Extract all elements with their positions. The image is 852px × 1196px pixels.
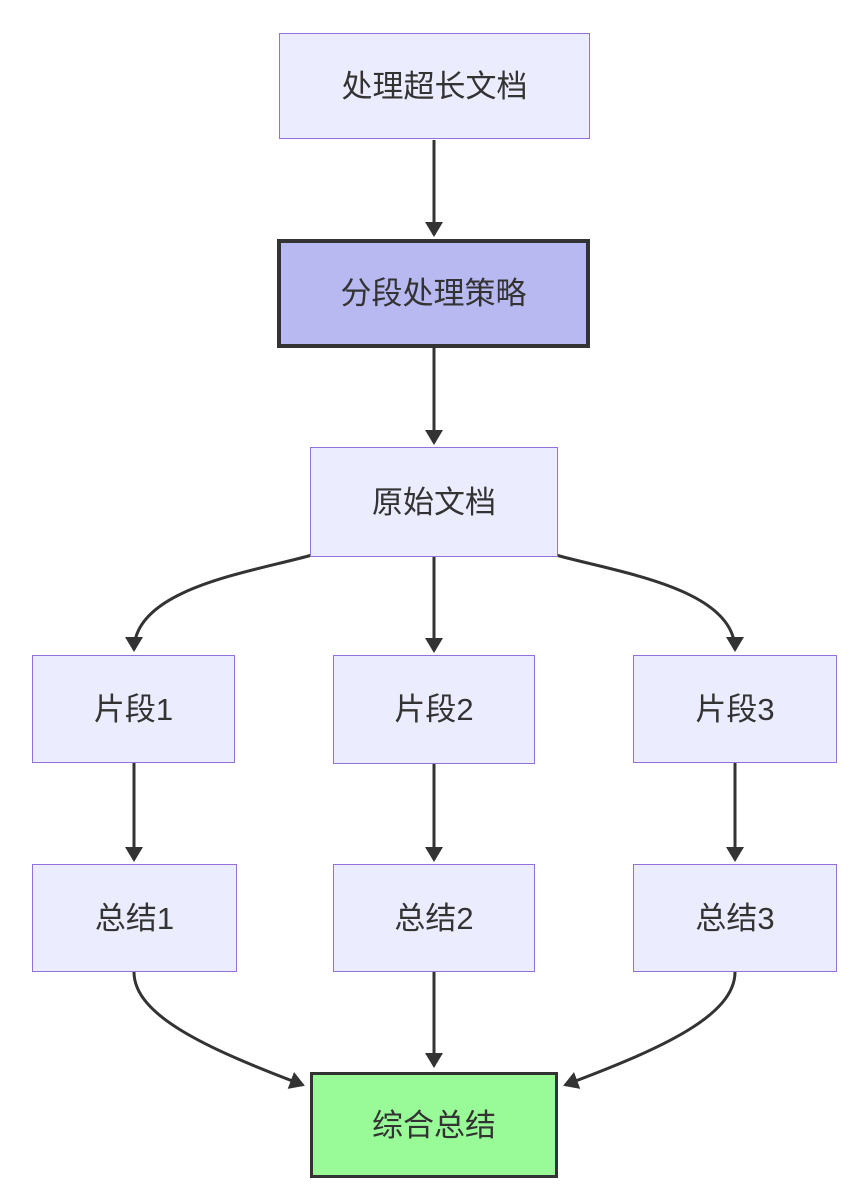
edge-source-to-seg1 [125, 553, 313, 652]
node-final-summary: 综合总结 [310, 1072, 558, 1178]
node-segmentation-strategy: 分段处理策略 [277, 239, 590, 348]
node-final-summary-label: 综合总结 [372, 1107, 496, 1143]
node-summary-2: 总结2 [333, 864, 535, 972]
node-segment-1-label: 片段1 [93, 691, 174, 727]
node-process-long-document-label: 处理超长文档 [341, 68, 528, 104]
node-segment-2: 片段2 [333, 655, 535, 764]
node-summary-3: 总结3 [633, 864, 837, 972]
node-original-document: 原始文档 [310, 447, 558, 557]
node-segment-3-label: 片段3 [695, 691, 775, 727]
node-summary-1: 总结1 [32, 864, 237, 972]
node-process-long-document: 处理超长文档 [279, 33, 590, 139]
node-segment-1: 片段1 [32, 655, 235, 763]
node-original-document-label: 原始文档 [372, 484, 496, 520]
node-segment-3: 片段3 [633, 655, 837, 763]
edge-sum1-to-final [132, 971, 305, 1089]
node-segmentation-strategy-label: 分段处理策略 [340, 276, 527, 311]
edge-source-to-seg3 [555, 553, 744, 652]
edge-sum3-to-final [563, 971, 737, 1089]
node-segment-2-label: 片段2 [394, 692, 474, 727]
node-summary-2-label: 总结2 [394, 900, 474, 936]
node-summary-3-label: 总结3 [695, 900, 775, 936]
node-summary-1-label: 总结1 [94, 900, 175, 936]
